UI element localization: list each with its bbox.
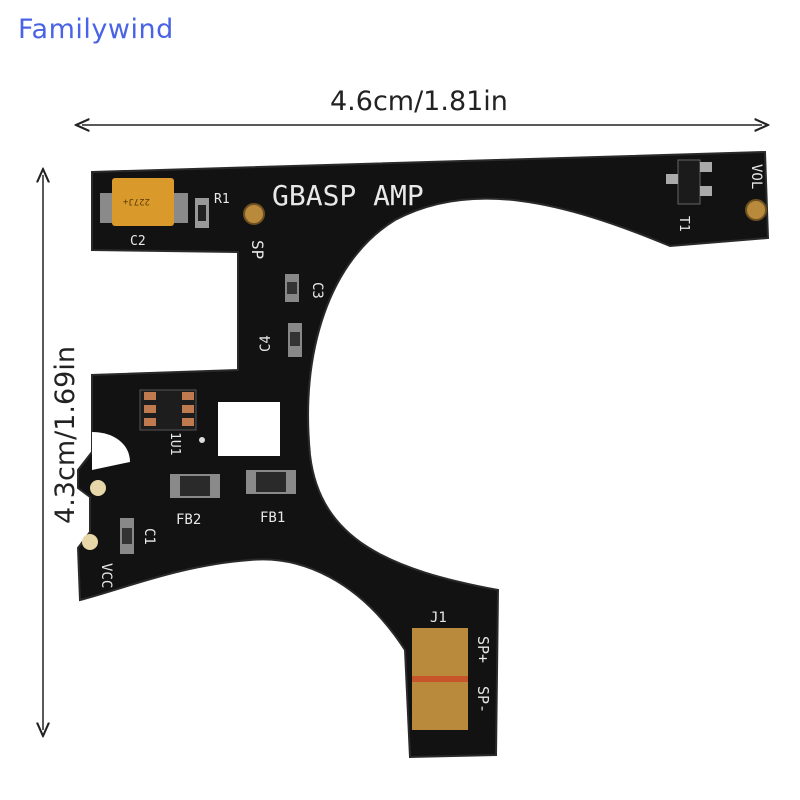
label-sp-minus: SP- — [474, 686, 492, 713]
label-sp: SP — [248, 240, 267, 259]
board-title: GBASP AMP — [272, 179, 424, 212]
label-vcc: VCC — [98, 563, 114, 588]
pcb-board — [76, 150, 770, 759]
label-c3: C3 — [309, 282, 325, 299]
transistor-t1 — [677, 159, 701, 205]
label-c4: C4 — [258, 335, 274, 352]
ferrite-bead-fb1-body — [256, 472, 286, 492]
brand-watermark: Familywind — [18, 14, 174, 45]
speaker-pad-sp-minus — [412, 682, 468, 730]
pcb-square-cutout — [218, 402, 280, 456]
mounting-hole-left-bottom — [82, 534, 98, 550]
transistor-t1-pin — [666, 174, 678, 184]
mounting-hole-vol — [745, 199, 767, 221]
mounting-hole-left-top — [90, 480, 106, 496]
label-u1: 1U1 — [167, 432, 182, 455]
capacitor-c3-body — [287, 282, 297, 294]
speaker-pad-sp-plus — [412, 628, 468, 676]
width-dimension-label: 4.6cm/1.81in — [330, 86, 508, 117]
label-fb2: FB2 — [176, 512, 201, 528]
capacitor-marking: 227J+ — [122, 196, 150, 206]
label-c1: C1 — [141, 528, 157, 545]
pcb-edge-notch — [92, 432, 130, 470]
label-t1: T1 — [676, 216, 691, 232]
label-c2: C2 — [130, 234, 146, 249]
label-vol: VOL — [748, 164, 764, 189]
ic-u1-pins — [144, 392, 194, 426]
capacitor-c1-body — [122, 528, 132, 544]
transistor-t1-pin — [700, 162, 712, 172]
capacitor-c4-body — [290, 332, 300, 346]
tantalum-capacitor-c2 — [112, 178, 174, 226]
label-fb1: FB1 — [260, 510, 285, 526]
label-j1: J1 — [430, 610, 447, 626]
ic-u1-dot — [199, 437, 205, 443]
mounting-hole-sp — [243, 203, 265, 225]
label-sp-plus: SP+ — [474, 636, 492, 663]
resistor-r1-body — [198, 205, 206, 221]
label-r1: R1 — [214, 192, 230, 207]
pad-divider — [412, 676, 468, 682]
transistor-t1-pin — [700, 186, 712, 196]
ferrite-bead-fb2-body — [180, 476, 210, 496]
